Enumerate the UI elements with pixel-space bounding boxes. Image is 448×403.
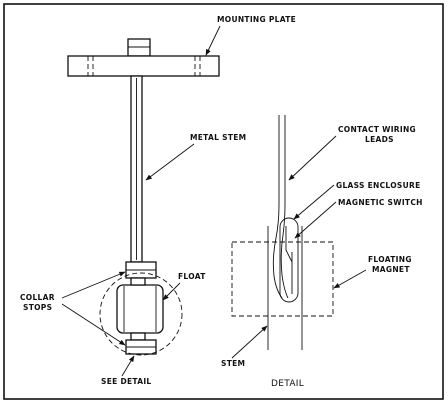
wiring-lead-right <box>280 115 289 299</box>
label-floating-magnet-1: FLOATING <box>368 255 412 264</box>
mounting-plate <box>67 55 220 77</box>
leader-collar-upper <box>61 271 126 299</box>
detail-circle <box>99 272 183 356</box>
label-magnetic-switch: MAGNETIC SWITCH <box>338 198 423 207</box>
glass-enclosure <box>279 217 299 303</box>
label-detail: DETAIL <box>271 379 304 389</box>
leader-contact-wiring <box>288 135 337 181</box>
detail-view <box>231 115 334 350</box>
label-metal-stem: METAL STEM <box>190 133 246 142</box>
wiring-lead-left <box>272 115 283 299</box>
diagram-border <box>3 3 444 400</box>
label-see-detail: SEE DETAIL <box>101 377 152 386</box>
label-contact-wiring-1: CONTACT WIRING <box>338 125 416 134</box>
leader-float <box>162 282 181 301</box>
label-collar-stops-2: STOPS <box>23 303 52 312</box>
leader-see-detail <box>121 355 135 377</box>
leader-floating-magnet <box>333 269 367 289</box>
leader-collar-lower <box>61 303 126 346</box>
label-stem: STEM <box>221 359 245 368</box>
label-mounting-plate: MOUNTING PLATE <box>217 15 296 24</box>
magnetic-switch <box>285 226 293 294</box>
leader-stem <box>231 325 268 359</box>
label-float: FLOAT <box>178 272 206 281</box>
leader-metal-stem <box>145 143 195 181</box>
top-nut <box>127 38 151 57</box>
leader-mounting-plate <box>205 25 221 56</box>
leader-glass-enclosure <box>293 184 335 220</box>
label-collar-stops-1: COLLAR <box>20 293 55 302</box>
label-floating-magnet-2: MAGNET <box>372 265 410 274</box>
leader-magnetic-switch <box>294 201 337 239</box>
label-glass-enclosure: GLASS ENCLOSURE <box>336 181 421 190</box>
float-assembly <box>67 38 220 356</box>
label-contact-wiring-2: LEADS <box>365 135 394 144</box>
